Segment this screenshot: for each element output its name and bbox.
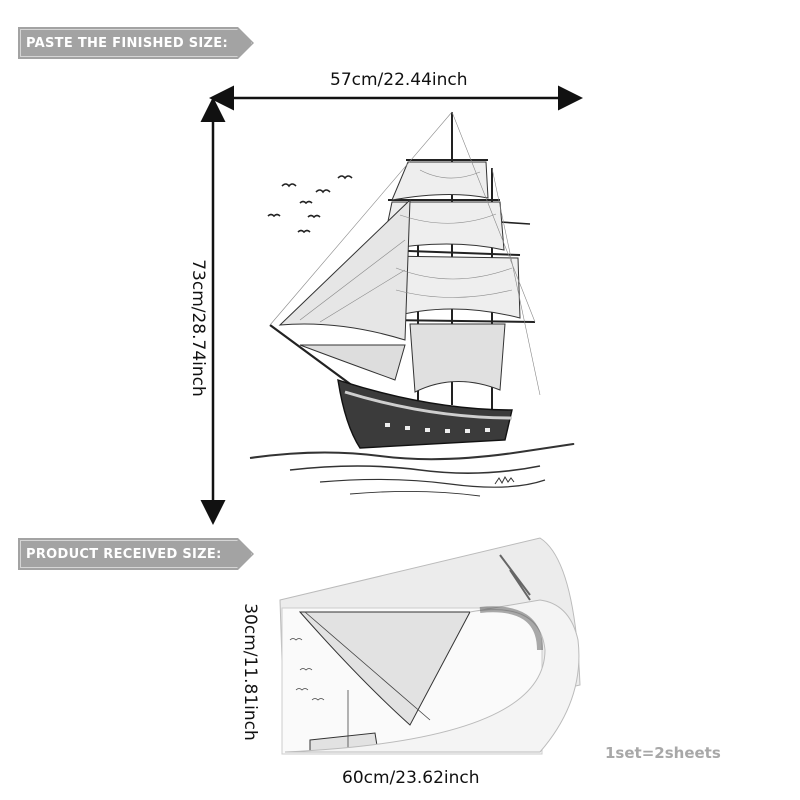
seagull-icon <box>267 175 353 234</box>
finished-size-label: PASTE THE FINISHED SIZE: <box>26 35 228 51</box>
received-height-text: 30cm/11.81inch <box>240 603 260 741</box>
received-size-label: PRODUCT RECEIVED SIZE: <box>26 546 222 562</box>
sheet-curl <box>284 599 580 753</box>
received-width-text: 60cm/23.62inch <box>342 768 480 788</box>
finished-size-tag: PASTE THE FINISHED SIZE: <box>18 27 254 59</box>
received-size-tag: PRODUCT RECEIVED SIZE: <box>18 538 254 570</box>
set-count-text: 1set=2sheets <box>605 744 721 762</box>
finished-width-text: 57cm/22.44inch <box>330 70 468 90</box>
